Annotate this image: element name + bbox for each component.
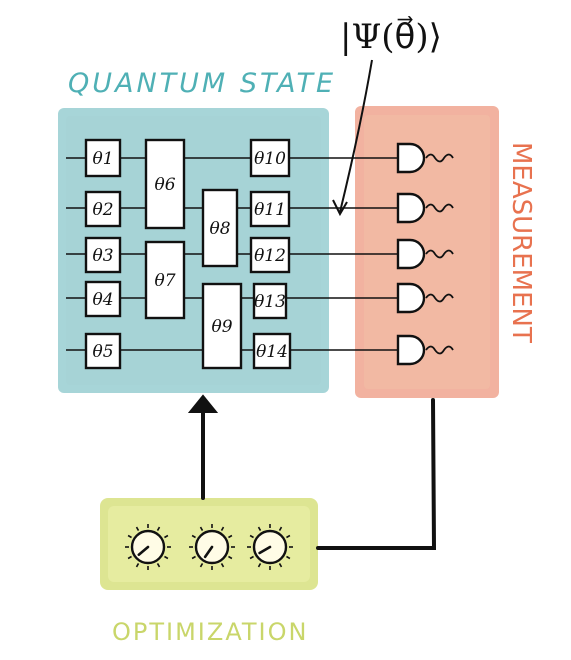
gate-label: θ11 xyxy=(254,200,286,220)
gates: θ1 θ2 θ3 θ4 θ5 θ6 θ7 θ8 θ9 θ10 θ11 θ12 θ13 θ14 xyxy=(84,138,292,370)
detector-icon xyxy=(396,238,454,270)
gate-g1: θ1 xyxy=(84,138,122,178)
gate-g9: θ9 xyxy=(201,282,243,370)
gate-g5: θ5 xyxy=(84,332,122,370)
gate-label: θ2 xyxy=(92,200,113,220)
measurement-label: MEASUREMENT xyxy=(506,142,536,343)
gate-label: θ13 xyxy=(254,292,286,312)
detector-icon xyxy=(396,282,454,314)
gate-label: θ3 xyxy=(92,246,113,266)
gate-label: θ14 xyxy=(256,342,288,362)
gate-label: θ5 xyxy=(92,342,113,362)
gate-g13: θ13 xyxy=(252,282,288,320)
optimization-label: OPTIMIZATION xyxy=(112,618,308,646)
detector-icon xyxy=(396,334,454,366)
gate-label: θ9 xyxy=(211,317,232,337)
gate-g11: θ11 xyxy=(249,190,291,228)
gate-g8: θ8 xyxy=(201,188,239,268)
knob-icon xyxy=(189,524,235,570)
gate-g10: θ10 xyxy=(249,138,291,178)
measurement-to-optimizer-line xyxy=(316,398,437,550)
detector-icon xyxy=(396,192,454,224)
quantum-state-label: QUANTUM STATE xyxy=(68,68,336,99)
gate-g7: θ7 xyxy=(144,240,186,320)
state-pointer-arrow xyxy=(332,59,373,217)
gate-g12: θ12 xyxy=(249,236,291,274)
gate-g6: θ6 xyxy=(144,138,186,230)
gate-g3: θ3 xyxy=(84,236,122,274)
detectors xyxy=(396,142,454,366)
state-vector-label: |Ψ(θ⃗)⟩ xyxy=(340,16,442,57)
gate-label: θ12 xyxy=(254,246,286,266)
gate-g14: θ14 xyxy=(252,332,292,370)
gate-label: θ7 xyxy=(154,271,175,291)
knob-icon xyxy=(125,524,171,570)
gate-label: θ4 xyxy=(92,290,113,310)
gate-g4: θ4 xyxy=(84,280,122,318)
knob-icon xyxy=(247,524,293,570)
gate-label: θ8 xyxy=(209,219,230,239)
optimizer-knobs xyxy=(125,524,293,570)
arrow-head-icon xyxy=(187,394,219,413)
detector-icon xyxy=(396,142,454,174)
gate-label: θ10 xyxy=(254,149,286,169)
gate-label: θ1 xyxy=(92,149,113,169)
feedback-loop xyxy=(187,394,437,550)
gate-label: θ6 xyxy=(154,175,175,195)
gate-g2: θ2 xyxy=(84,190,122,228)
